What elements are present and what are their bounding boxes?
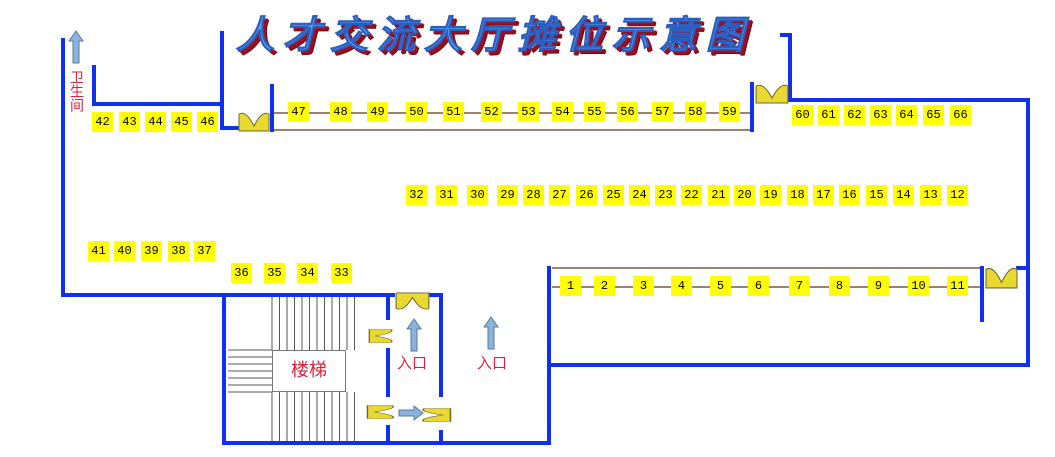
booth-42: 42 <box>92 112 113 132</box>
booth-17: 17 <box>813 185 834 205</box>
booth-58: 58 <box>685 102 706 122</box>
booth-24: 24 <box>629 185 650 205</box>
booth-15: 15 <box>866 185 887 205</box>
booth-59: 59 <box>719 102 740 122</box>
booth-35: 35 <box>264 263 285 283</box>
booth-21: 21 <box>708 185 729 205</box>
arrow-up-icon <box>68 30 84 64</box>
booth-5: 5 <box>710 276 731 296</box>
booth-36: 36 <box>231 263 252 283</box>
booth-28: 28 <box>523 185 544 205</box>
arrow-up-icon <box>406 318 422 352</box>
booth-49: 49 <box>367 102 388 122</box>
restroom-label: 卫生间 <box>68 70 84 112</box>
booth-33: 33 <box>331 263 352 283</box>
stairs-drawing <box>228 297 355 443</box>
booth-45: 45 <box>171 112 192 132</box>
booth-16: 16 <box>839 185 860 205</box>
door-icon <box>238 112 270 132</box>
booth-23: 23 <box>655 185 676 205</box>
booth-56: 56 <box>617 102 638 122</box>
booth-52: 52 <box>481 102 502 122</box>
booth-43: 43 <box>119 112 140 132</box>
booth-4: 4 <box>671 276 692 296</box>
door-icon <box>755 84 789 104</box>
door-icon <box>985 268 1018 289</box>
booth-44: 44 <box>145 112 166 132</box>
booth-37: 37 <box>194 241 215 261</box>
booth-57: 57 <box>652 102 673 122</box>
booth-50: 50 <box>406 102 427 122</box>
booth-2: 2 <box>594 276 615 296</box>
booth-38: 38 <box>168 241 189 261</box>
door-icon <box>368 329 393 343</box>
booth-41: 41 <box>88 241 109 261</box>
booth-46: 46 <box>197 112 218 132</box>
booth-10: 10 <box>908 276 929 296</box>
booth-6: 6 <box>748 276 769 296</box>
door-icon <box>422 408 452 422</box>
booth-12: 12 <box>947 185 968 205</box>
booth-3: 3 <box>633 276 654 296</box>
booth-63: 63 <box>870 105 891 125</box>
booth-18: 18 <box>787 185 808 205</box>
arrow-up-icon <box>483 316 499 350</box>
page-title: 人才交流大厅摊位示意图 <box>235 12 754 58</box>
stairs-label: 楼梯 <box>272 350 346 392</box>
door-icon <box>366 405 394 419</box>
booth-66: 66 <box>950 105 971 125</box>
booth-32: 32 <box>406 185 427 205</box>
booth-39: 39 <box>141 241 162 261</box>
booth-22: 22 <box>681 185 702 205</box>
booth-9: 9 <box>868 276 889 296</box>
booth-62: 62 <box>844 105 865 125</box>
booth-14: 14 <box>893 185 914 205</box>
booth-61: 61 <box>818 105 839 125</box>
booth-60: 60 <box>792 105 813 125</box>
booth-54: 54 <box>552 102 573 122</box>
entrance-label-2: 入口 <box>477 354 508 372</box>
booth-25: 25 <box>603 185 624 205</box>
booth-30: 30 <box>467 185 488 205</box>
door-icon <box>395 292 430 310</box>
booth-13: 13 <box>920 185 941 205</box>
booth-26: 26 <box>576 185 597 205</box>
booth-47: 47 <box>288 102 309 122</box>
booth-7: 7 <box>789 276 810 296</box>
booth-29: 29 <box>497 185 518 205</box>
booth-11: 11 <box>947 276 968 296</box>
booth-20: 20 <box>734 185 755 205</box>
booth-65: 65 <box>923 105 944 125</box>
entrance-label-1: 入口 <box>397 354 428 372</box>
booth-48: 48 <box>330 102 351 122</box>
booth-34: 34 <box>297 263 318 283</box>
booth-55: 55 <box>584 102 605 122</box>
booth-40: 40 <box>114 241 135 261</box>
arrow-right-icon <box>398 405 424 421</box>
booth-19: 19 <box>760 185 781 205</box>
booth-27: 27 <box>549 185 570 205</box>
booth-1: 1 <box>560 276 581 296</box>
booth-31: 31 <box>436 185 457 205</box>
booth-53: 53 <box>518 102 539 122</box>
booth-8: 8 <box>829 276 850 296</box>
booth-64: 64 <box>896 105 917 125</box>
booth-51: 51 <box>443 102 464 122</box>
